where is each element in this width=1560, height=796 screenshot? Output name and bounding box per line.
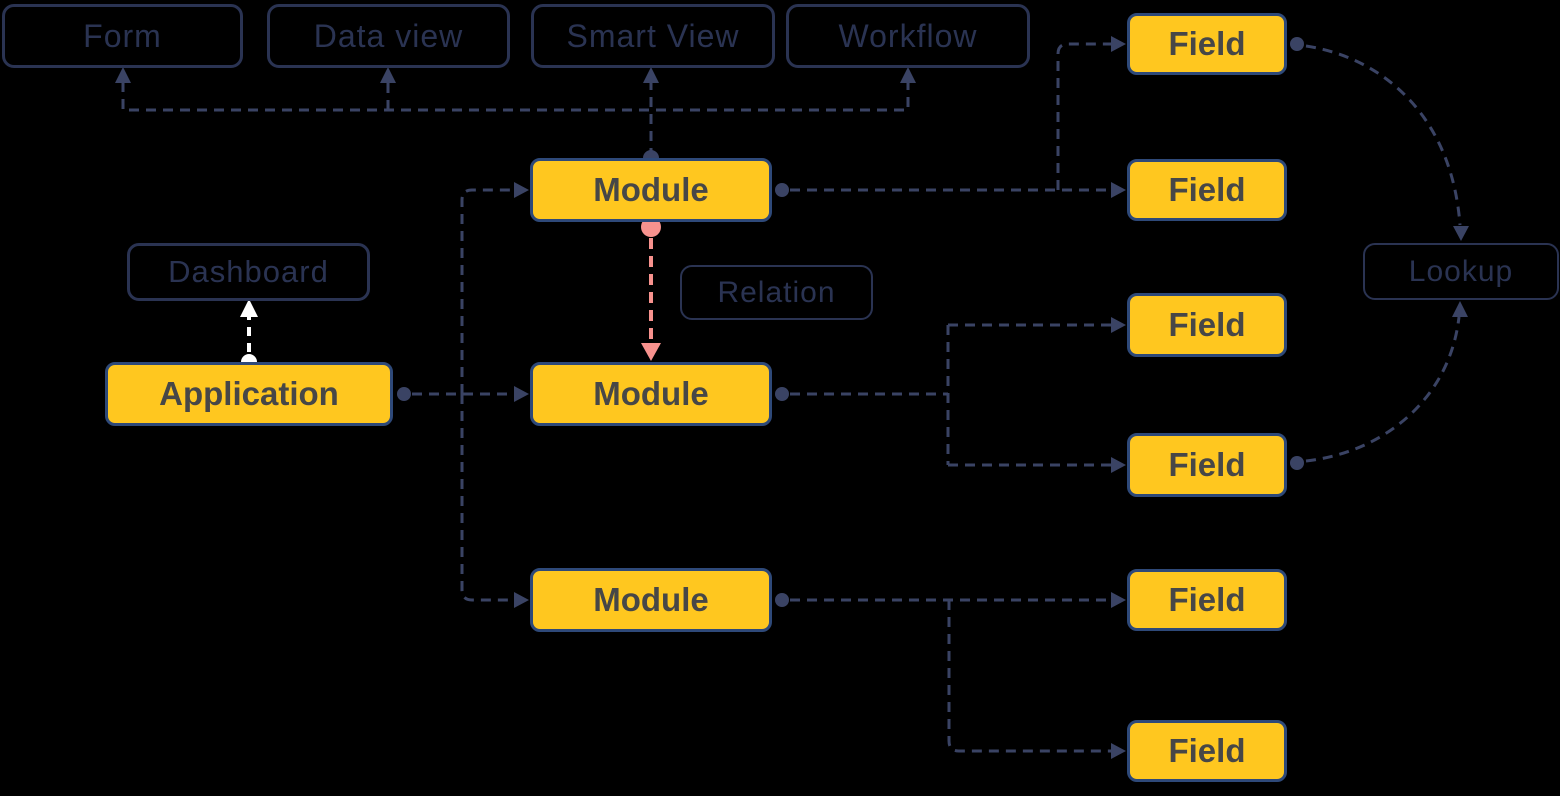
node-field-6-label: Field	[1168, 732, 1246, 769]
arrowhead-into-module1	[514, 182, 529, 198]
arrowhead-into-field2	[1111, 182, 1126, 198]
node-dashboard: Dashboard	[127, 243, 370, 301]
node-form-label: Form	[83, 17, 162, 54]
connector-dot-application-right	[397, 387, 411, 401]
node-module-2: Module	[530, 362, 772, 426]
node-field-6: Field	[1127, 720, 1287, 782]
node-data-view-label: Data view	[313, 17, 464, 54]
node-workflow: Workflow	[786, 4, 1030, 68]
node-field-4: Field	[1127, 433, 1287, 497]
arrowhead-into-lookup-top	[1453, 226, 1469, 241]
node-field-1-label: Field	[1168, 25, 1246, 62]
node-field-1: Field	[1127, 13, 1287, 75]
arrowhead-into-dashboard	[240, 299, 258, 317]
edge-application-module3	[460, 394, 514, 602]
node-relation: Relation	[680, 265, 873, 320]
node-module-1-label: Module	[593, 171, 709, 208]
node-field-5: Field	[1127, 569, 1287, 631]
edge-module3-field6	[947, 600, 1114, 753]
arrowhead-into-module2-top	[641, 343, 661, 361]
arrowhead-into-field4	[1111, 457, 1126, 473]
edge-application-module1	[460, 188, 514, 394]
edge-module1-field1	[1056, 42, 1114, 190]
node-relation-label: Relation	[717, 275, 836, 309]
node-module-2-label: Module	[593, 375, 709, 412]
node-lookup: Lookup	[1363, 243, 1559, 300]
edge-field1-lookup	[1305, 44, 1462, 226]
connector-dot-field4-right	[1290, 456, 1304, 470]
arrowhead-into-field5	[1111, 592, 1126, 608]
arrowhead-into-field1	[1111, 36, 1126, 52]
arrowhead-into-field3	[1111, 317, 1126, 333]
node-smart-view: Smart View	[531, 4, 775, 68]
edge-module1-views-bus	[121, 82, 910, 112]
edge-field4-lookup	[1305, 316, 1461, 463]
connector-dot-field1-right	[1290, 37, 1304, 51]
connector-dot-module1-right	[775, 183, 789, 197]
arrowhead-into-data-view	[380, 67, 396, 83]
arrowhead-into-workflow	[900, 67, 916, 83]
arrowhead-into-form	[115, 67, 131, 83]
arrowhead-into-lookup-bottom	[1452, 301, 1468, 317]
connector-dot-module2-right	[775, 387, 789, 401]
node-form: Form	[2, 4, 243, 68]
node-smart-view-label: Smart View	[566, 17, 740, 54]
node-field-2-label: Field	[1168, 171, 1246, 208]
connector-dot-module3-right	[775, 593, 789, 607]
node-data-view: Data view	[267, 4, 510, 68]
node-lookup-label: Lookup	[1408, 254, 1514, 288]
node-application-label: Application	[159, 375, 339, 412]
node-field-3: Field	[1127, 293, 1287, 357]
node-module-1: Module	[530, 158, 772, 222]
node-field-5-label: Field	[1168, 581, 1246, 618]
node-workflow-label: Workflow	[838, 17, 978, 54]
arrowhead-into-module3	[514, 592, 529, 608]
node-field-4-label: Field	[1168, 446, 1246, 483]
node-module-3: Module	[530, 568, 772, 632]
arrowhead-into-smart-view	[643, 67, 659, 83]
node-field-3-label: Field	[1168, 306, 1246, 343]
arrowhead-into-field6	[1111, 743, 1126, 759]
node-field-2: Field	[1127, 159, 1287, 221]
node-module-3-label: Module	[593, 581, 709, 618]
node-dashboard-label: Dashboard	[168, 254, 329, 289]
arrowhead-into-module2	[514, 386, 529, 402]
connector-dot-module1-bottom	[641, 217, 661, 237]
node-application: Application	[105, 362, 393, 426]
